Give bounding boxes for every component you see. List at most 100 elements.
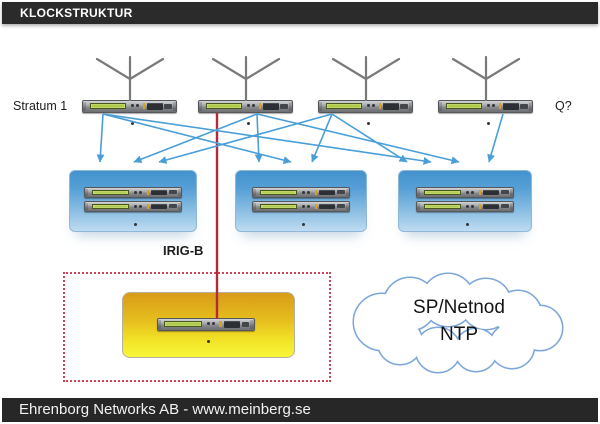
time-server-device [438, 100, 533, 126]
device-rack-ear [319, 101, 323, 112]
device-rack-ear [417, 188, 421, 197]
device-module [169, 204, 177, 209]
page-title: KLOCKSTRUKTUR [20, 6, 133, 20]
device-rack-ear [157, 319, 161, 330]
device-buttons [465, 204, 477, 226]
device-rack-ear [253, 188, 257, 197]
device-module [280, 103, 288, 109]
device-rack-ear [408, 101, 412, 112]
device-led [378, 103, 382, 110]
lcd-display [423, 189, 462, 195]
footer-text: Ehrenborg Networks AB - www.meinberg.se [19, 401, 311, 418]
device-led [219, 321, 222, 328]
lcd-display [164, 321, 202, 328]
device-buttons [366, 104, 378, 126]
device-module [501, 204, 509, 209]
device-buttons [246, 104, 258, 126]
time-server-device [82, 100, 177, 126]
device-led [146, 203, 150, 209]
time-server-device [156, 318, 255, 344]
device-module [483, 189, 500, 195]
device-buttons [206, 322, 218, 344]
time-server-device [84, 187, 182, 212]
device-module [501, 190, 509, 195]
server-group-box [398, 170, 532, 232]
device-module [151, 189, 168, 195]
device-rack-ear [528, 101, 532, 112]
device-buttons [486, 104, 498, 126]
device-buttons [133, 190, 145, 212]
device-buttons [130, 104, 142, 126]
lcd-display [91, 203, 130, 209]
stratum-1-label: Stratum 1 [13, 99, 68, 113]
device-module [164, 103, 172, 109]
lcd-display [259, 189, 298, 195]
device-buttons [133, 204, 145, 226]
device-led [314, 189, 318, 195]
antenna-icon [451, 55, 521, 102]
device-rack-ear [253, 202, 257, 211]
irig-dotted-outline [63, 272, 331, 382]
device-buttons [301, 204, 313, 226]
cloud-label-line2: NTP [440, 324, 478, 345]
device-rack-ear [85, 188, 89, 197]
device-rack-ear [250, 319, 254, 330]
antenna-icon [331, 55, 401, 102]
time-server-device [318, 100, 413, 126]
time-server-device [198, 100, 293, 126]
device-rack-ear [345, 202, 349, 211]
time-server-device [84, 201, 182, 226]
device-module [223, 320, 240, 328]
time-server-device [416, 187, 514, 212]
device-rack-ear [345, 188, 349, 197]
footer-bar: Ehrenborg Networks AB - www.meinberg.se [2, 398, 598, 422]
device-module [241, 321, 250, 327]
q-label: Q? [555, 99, 572, 113]
device-buttons [301, 190, 313, 212]
device-module [400, 103, 408, 109]
lcd-display [205, 103, 242, 110]
device-module [263, 102, 279, 110]
cloud-label-line1: SP/Netnod [413, 297, 505, 318]
device-led [498, 103, 502, 110]
irig-highlight-box [122, 292, 295, 358]
device-rack-ear [177, 188, 181, 197]
device-led [258, 103, 262, 110]
device-module [151, 203, 168, 209]
time-server-device [416, 201, 514, 226]
device-module [337, 204, 345, 209]
time-server-device [252, 187, 350, 212]
time-server-device [252, 201, 350, 226]
irig-b-label: IRIG-B [163, 243, 204, 258]
device-rack-ear [509, 202, 513, 211]
lcd-display [259, 203, 298, 209]
device-module [319, 189, 336, 195]
device-rack-ear [85, 202, 89, 211]
antenna-icon [95, 55, 165, 102]
device-led [146, 189, 150, 195]
server-group-box [69, 170, 197, 232]
device-rack-ear [199, 101, 203, 112]
sync-arrows [96, 113, 504, 165]
device-rack-ear [177, 202, 181, 211]
device-led [314, 203, 318, 209]
lcd-display [91, 189, 130, 195]
device-module [483, 203, 500, 209]
device-module [147, 102, 163, 110]
antenna-icon [211, 55, 281, 102]
lcd-display [423, 203, 462, 209]
lcd-display [445, 103, 482, 110]
device-rack-ear [439, 101, 443, 112]
device-led [478, 203, 482, 209]
lcd-display [325, 103, 362, 110]
device-module [383, 102, 399, 110]
device-module [503, 102, 519, 110]
cloud-label: SP/Netnod NTP [383, 294, 535, 348]
device-module [520, 103, 528, 109]
title-bar: KLOCKSTRUKTUR [2, 2, 598, 24]
device-buttons [465, 190, 477, 212]
lcd-display [89, 103, 126, 110]
device-rack-ear [417, 202, 421, 211]
device-module [319, 203, 336, 209]
